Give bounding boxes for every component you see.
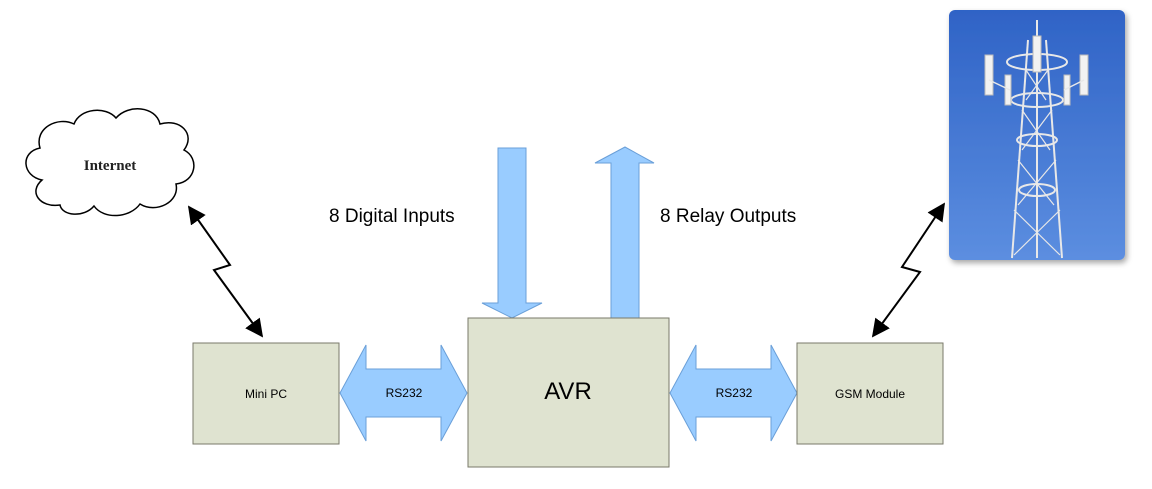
- relay-outputs-arrow: [594, 146, 655, 319]
- relay-outputs-label: 8 Relay Outputs: [660, 206, 796, 227]
- digital-inputs-arrow: [481, 147, 543, 319]
- cloud-icon: Internet: [25, 108, 195, 217]
- avr-box: AVR: [467, 317, 670, 468]
- rs232-link-right: RS232: [669, 344, 798, 442]
- digital-inputs-label: 8 Digital Inputs: [329, 206, 455, 227]
- mini-pc-label: Mini PC: [245, 387, 287, 401]
- avr-label: AVR: [544, 378, 592, 405]
- rs232-link-left: RS232: [339, 344, 468, 442]
- cloud-label: Internet: [84, 158, 137, 174]
- wireless-link-gsm: [871, 202, 945, 338]
- tower-structure: [984, 20, 1089, 259]
- rs232-left-label: RS232: [386, 386, 423, 400]
- wireless-link-internet: [187, 205, 264, 338]
- gsm-module-label: GSM Module: [835, 387, 905, 401]
- mini-pc-box: Mini PC: [192, 342, 340, 445]
- rs232-right-label: RS232: [716, 386, 753, 400]
- gsm-module-box: GSM Module: [796, 342, 944, 445]
